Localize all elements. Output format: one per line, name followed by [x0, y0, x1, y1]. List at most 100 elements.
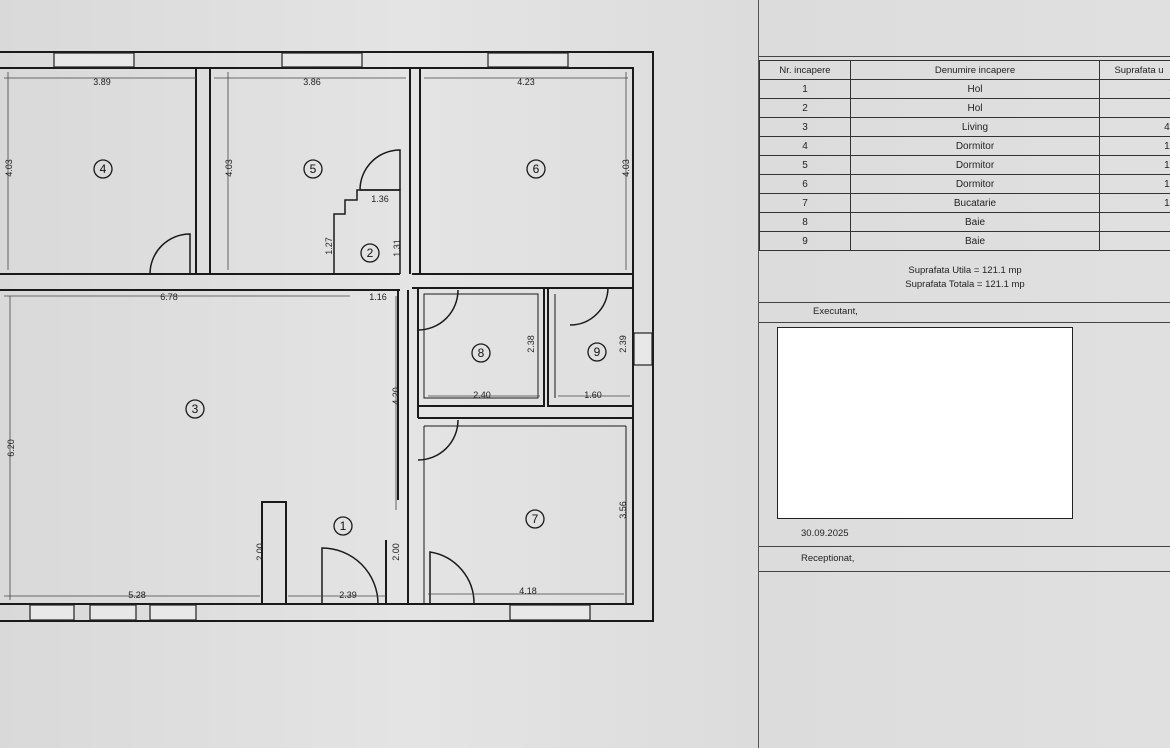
dimension-label: 1.27	[324, 237, 334, 255]
dimension-label: 4.03	[4, 159, 14, 177]
room-name: Dormitor	[850, 155, 1100, 175]
window	[281, 52, 363, 68]
dimension-label: 2.40	[473, 390, 491, 400]
dimension-label: 1.36	[371, 194, 389, 204]
dimension-label: 4.23	[517, 77, 535, 87]
door-swing	[149, 233, 191, 275]
table-row: 9Baie3.	[759, 231, 1170, 251]
dimension-label: 3.89	[93, 77, 111, 87]
dimension-label: 1.60	[584, 390, 602, 400]
floor-plan: 1 2 3 4 5 6 7 8 9 3.89 3.86 4.23 4.03 4.…	[0, 51, 654, 622]
outer-wall	[0, 51, 654, 622]
room-number: 3	[192, 402, 199, 416]
column-header: Denumire incapere	[850, 60, 1100, 80]
room-area: 43.	[1099, 117, 1170, 137]
door-swing	[321, 547, 379, 605]
useful-area: Suprafata Utila = 121.1 mp	[908, 265, 1022, 276]
room-name: Hol	[850, 79, 1100, 99]
total-area: Suprafata Totala = 121.1 mp	[905, 279, 1025, 290]
room-name: Hol	[850, 98, 1100, 118]
living-pillar	[261, 501, 287, 605]
divider	[759, 56, 1170, 57]
dimension-label: 2.39	[618, 335, 628, 353]
executant-label: Executant,	[813, 306, 858, 317]
dimension-label: 4.03	[224, 159, 234, 177]
divider	[759, 571, 1170, 572]
table-row: 2Hol1.	[759, 98, 1170, 118]
door-swing	[359, 149, 401, 191]
dimension-label: 4.18	[519, 586, 537, 596]
divider	[759, 322, 1170, 323]
room-number-circle	[525, 509, 545, 529]
dimension-label: 5.28	[128, 590, 146, 600]
room-nr: 7	[759, 193, 851, 213]
room-number: 7	[532, 512, 539, 526]
room-nr: 2	[759, 98, 851, 118]
room-number-circle	[360, 243, 380, 263]
door-swing	[429, 551, 475, 605]
table-row: 3Living43.	[759, 117, 1170, 137]
dimension-label: 4.03	[621, 159, 631, 177]
column-header: Suprafata u	[1099, 60, 1170, 80]
table-row: 1Hol4.	[759, 79, 1170, 99]
bath-8-walls	[417, 287, 545, 407]
room-number: 8	[478, 346, 485, 360]
title-block: Nr. incapere Denumire incapere Suprafata…	[758, 0, 1170, 748]
dimension-label: 2.38	[526, 335, 536, 353]
dimension-label: 6.20	[6, 439, 16, 457]
room-area: 3.	[1099, 231, 1170, 251]
dimension-label: 2.39	[339, 590, 357, 600]
room-nr: 1	[759, 79, 851, 99]
room-number-circle	[333, 516, 353, 536]
room-number-circle	[471, 343, 491, 363]
room-nr: 5	[759, 155, 851, 175]
room-name: Bucatarie	[850, 193, 1100, 213]
room-number: 5	[310, 162, 317, 176]
date-label: 30.09.2025	[801, 528, 849, 539]
room-area: 1.	[1099, 98, 1170, 118]
room-number-circle	[526, 159, 546, 179]
room-name: Baie	[850, 231, 1100, 251]
table-row: 8Baie5.	[759, 212, 1170, 232]
room-number-circle	[587, 342, 607, 362]
window	[53, 52, 135, 68]
area-summary: Suprafata Utila = 121.1 mp Suprafata Tot…	[759, 264, 1170, 292]
room-area: 15.	[1099, 136, 1170, 156]
dimension-label: 6.78	[160, 292, 178, 302]
room-nr: 4	[759, 136, 851, 156]
room-area: 13.	[1099, 155, 1170, 175]
window	[487, 52, 569, 68]
room-name: Baie	[850, 212, 1100, 232]
room-number-circle	[185, 399, 205, 419]
divider	[759, 546, 1170, 547]
room-nr: 6	[759, 174, 851, 194]
room-area: 4.	[1099, 79, 1170, 99]
room-number-circle	[93, 159, 113, 179]
door-swing	[417, 419, 459, 461]
column-header: Nr. incapere	[759, 60, 851, 80]
room-name: Dormitor	[850, 136, 1100, 156]
room-number: 6	[533, 162, 540, 176]
room-number: 1	[340, 519, 347, 533]
table-row: 7Bucatarie14.	[759, 193, 1170, 213]
window	[89, 604, 137, 621]
room-area: 17.	[1099, 174, 1170, 194]
room-number: 4	[100, 162, 107, 176]
dimension-label: 2.00	[391, 543, 401, 561]
room-area: 14.	[1099, 193, 1170, 213]
room-name: Living	[850, 117, 1100, 137]
room-area: 5.	[1099, 212, 1170, 232]
room-nr: 9	[759, 231, 851, 251]
window	[633, 332, 653, 366]
table-header-row: Nr. incapere Denumire incapere Suprafata…	[759, 60, 1170, 80]
door-swing	[417, 289, 459, 331]
dimension-label: 2.00	[255, 543, 265, 561]
rooms-table: Nr. incapere Denumire incapere Suprafata…	[759, 60, 1170, 251]
window	[29, 604, 75, 621]
divider	[759, 302, 1170, 303]
bath-9-walls	[547, 287, 634, 407]
window	[509, 604, 591, 621]
bath-8-inner	[423, 293, 539, 399]
